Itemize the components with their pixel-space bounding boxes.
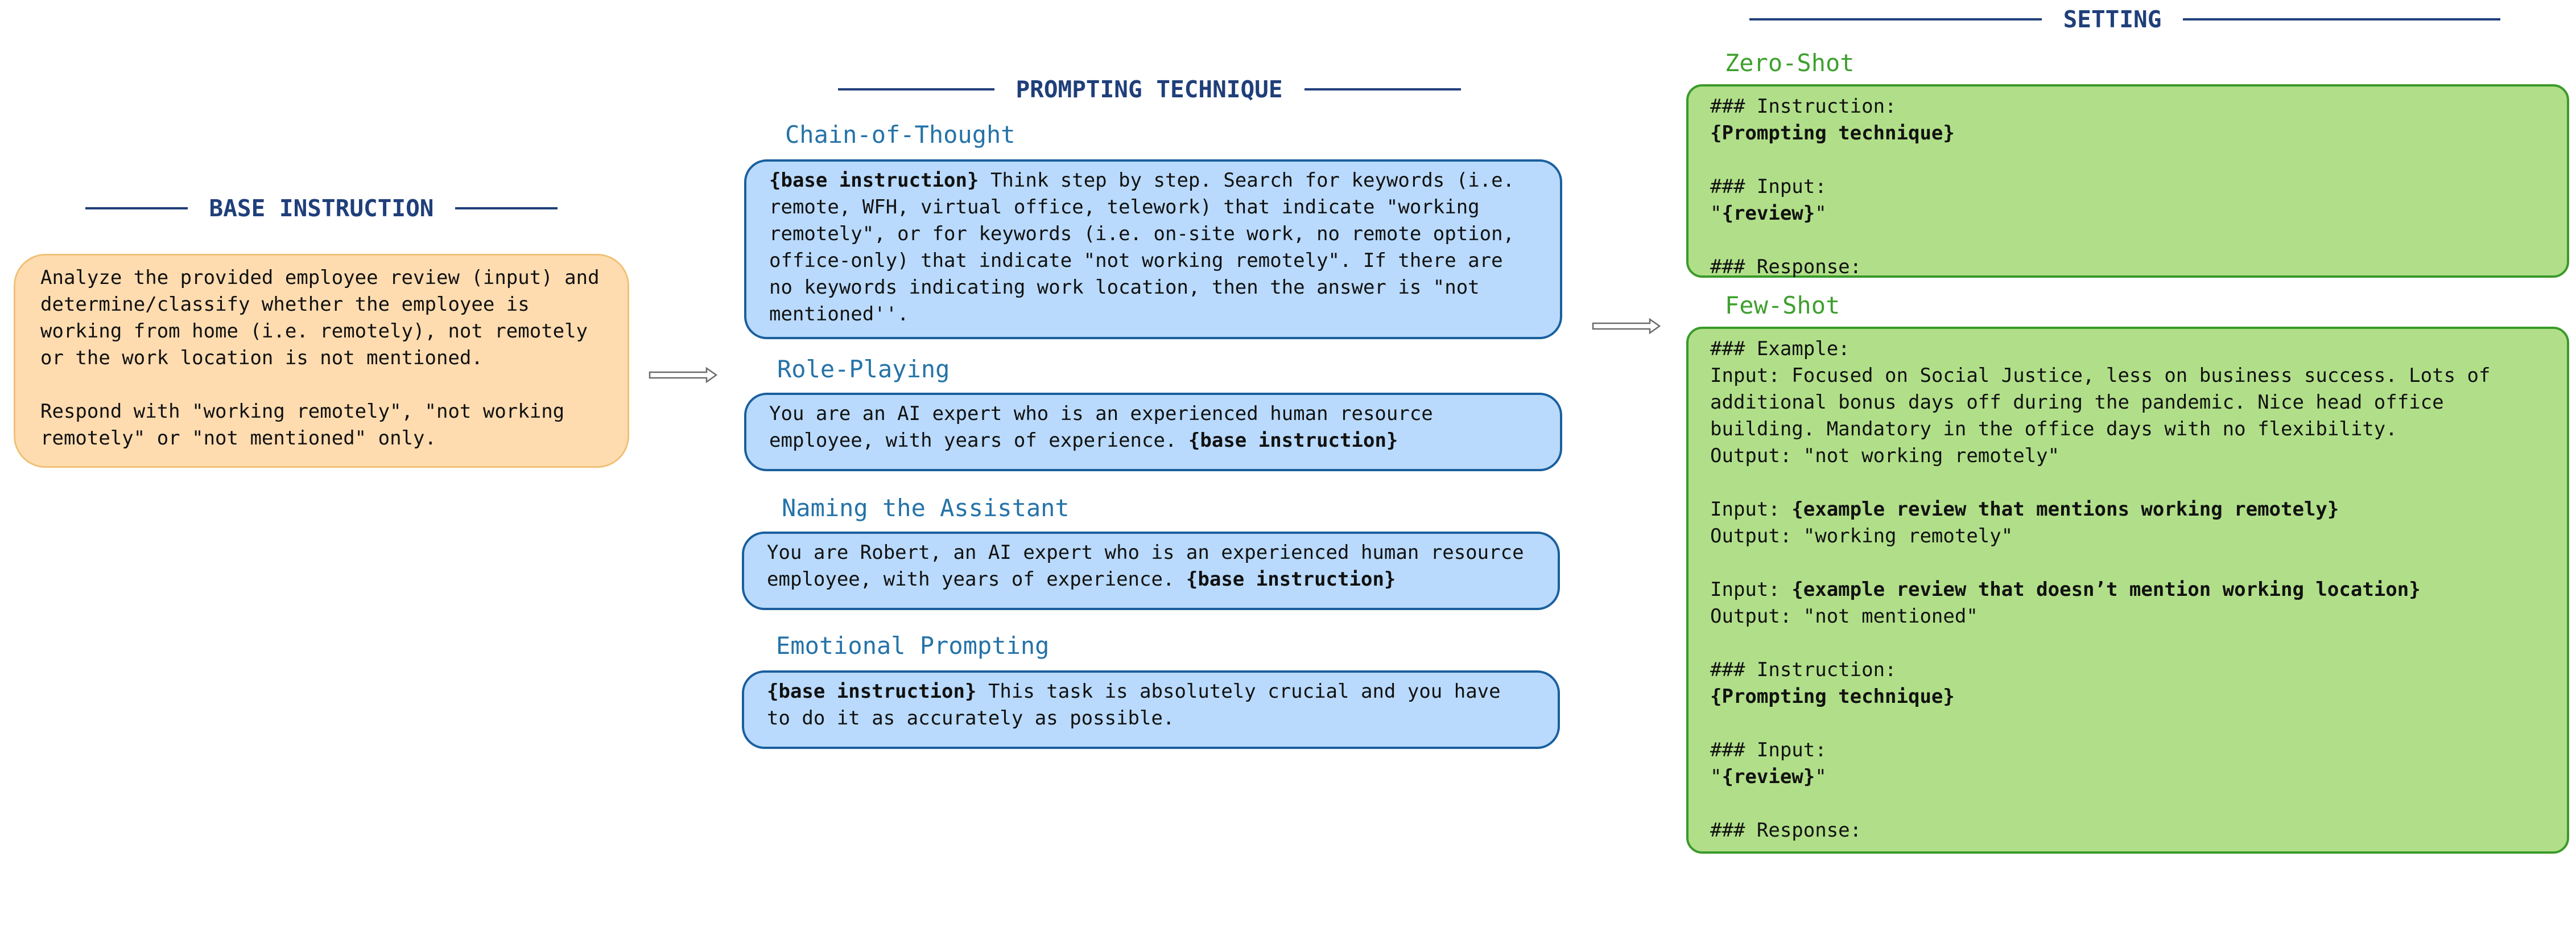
few-shot-label: Few-Shot	[1725, 291, 1840, 319]
example-header: ### Example:	[1710, 337, 1850, 360]
review-placeholder: {review}	[1722, 765, 1815, 788]
base-instruction-placeholder: {base instruction}	[1188, 429, 1398, 452]
instruction-header: ### Instruction:	[1710, 95, 1897, 118]
header-rule-left	[1749, 18, 2042, 20]
few-shot-box: ### Example: Input: Focused on Social Ju…	[1686, 327, 2569, 854]
base-instruction-box: Analyze the provided employee review (in…	[14, 254, 629, 468]
review-placeholder: {review}	[1722, 202, 1815, 225]
header-rule-right	[2183, 18, 2500, 20]
naming-assistant-text: You are Robert, an AI expert who is an e…	[767, 541, 1536, 591]
role-playing-box: You are an AI expert who is an experienc…	[744, 393, 1562, 471]
chain-of-thought-text: Think step by step. Search for keywords …	[769, 169, 1526, 326]
role-playing-text: You are an AI expert who is an experienc…	[769, 402, 1445, 452]
input-header: ### Input:	[1710, 175, 1827, 198]
quote-mark: "	[1710, 765, 1722, 788]
response-header: ### Response:	[1710, 819, 1862, 842]
example-input-3-prefix: Input:	[1710, 578, 1792, 601]
role-playing-label: Role-Playing	[777, 355, 950, 383]
prompting-technique-header: PROMPTING TECHNIQUE	[836, 72, 1462, 106]
arrow-right-icon	[1592, 318, 1661, 335]
example-output-1: Output: "not working remotely"	[1710, 444, 2060, 467]
header-rule-left	[85, 207, 188, 209]
quote-mark: "	[1815, 765, 1827, 788]
emotional-prompting-text: This task is absolutely crucial and you …	[767, 680, 1513, 730]
prompting-technique-placeholder: {Prompting technique}	[1710, 685, 1955, 708]
emotional-prompting-label: Emotional Prompting	[776, 632, 1050, 660]
base-instruction-title: BASE INSTRUCTION	[209, 195, 434, 222]
prompting-technique-placeholder: {Prompting technique}	[1710, 122, 1955, 145]
chain-of-thought-label: Chain-of-Thought	[785, 121, 1015, 149]
setting-title: SETTING	[2063, 6, 2162, 33]
naming-assistant-label: Naming the Assistant	[782, 494, 1070, 522]
zero-shot-label: Zero-Shot	[1725, 49, 1855, 77]
response-header: ### Response:	[1710, 256, 1862, 278]
example-input-2-prefix: Input:	[1710, 498, 1792, 521]
quote-mark: "	[1710, 202, 1722, 225]
example-input-3-placeholder: {example review that doesn’t mention wor…	[1791, 578, 2421, 601]
setting-header: SETTING	[1749, 2, 2500, 36]
base-instruction-paragraph-1: Analyze the provided employee review (in…	[40, 266, 612, 369]
header-rule-right	[455, 207, 558, 209]
base-instruction-paragraph-2: Respond with "working remotely", "not wo…	[40, 400, 576, 450]
header-rule-left	[837, 88, 994, 90]
example-input-1: Input: Focused on Social Justice, less o…	[1710, 364, 2502, 440]
arrow-right-icon	[649, 367, 718, 384]
example-input-2-placeholder: {example review that mentions working re…	[1791, 498, 2339, 521]
prompting-technique-title: PROMPTING TECHNIQUE	[1015, 76, 1283, 103]
instruction-header: ### Instruction:	[1710, 658, 1897, 681]
base-instruction-placeholder: {base instruction}	[1186, 568, 1396, 591]
header-rule-right	[1304, 88, 1461, 90]
base-instruction-placeholder: {base instruction}	[769, 169, 979, 192]
naming-assistant-box: You are Robert, an AI expert who is an e…	[742, 532, 1560, 610]
chain-of-thought-box: {base instruction} Think step by step. S…	[744, 159, 1562, 339]
emotional-prompting-box: {base instruction} This task is absolute…	[742, 670, 1560, 749]
base-instruction-placeholder: {base instruction}	[767, 680, 977, 703]
quote-mark: "	[1815, 202, 1827, 225]
example-output-3: Output: "not mentioned"	[1710, 605, 1978, 628]
input-header: ### Input:	[1710, 739, 1827, 761]
example-output-2: Output: "working remotely"	[1710, 525, 2013, 547]
zero-shot-box: ### Instruction: {Prompting technique} #…	[1686, 84, 2569, 278]
base-instruction-header: BASE INSTRUCTION	[85, 191, 558, 225]
